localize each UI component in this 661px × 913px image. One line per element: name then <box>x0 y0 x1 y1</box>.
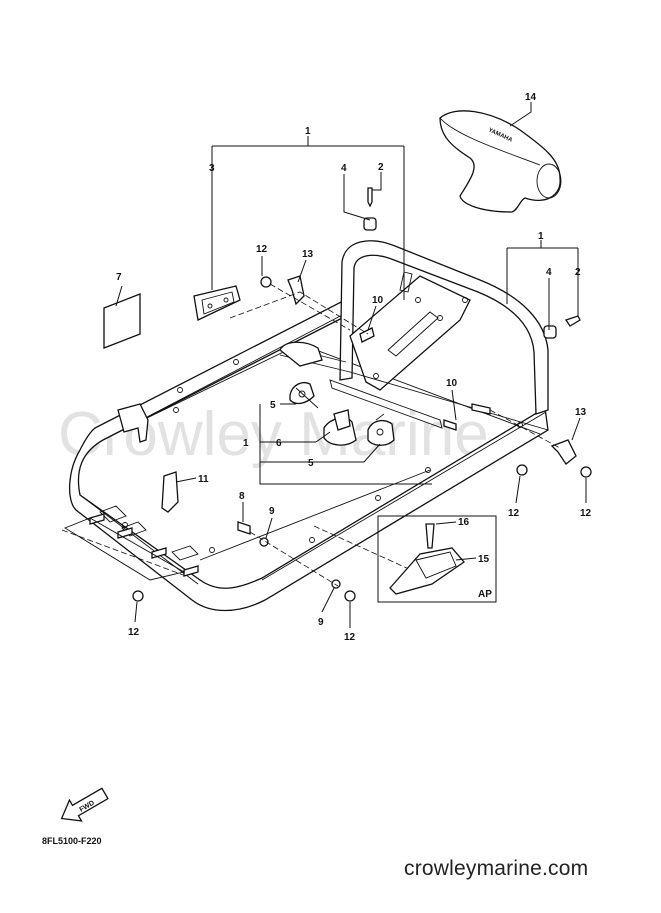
callout-11: 11 <box>198 474 209 485</box>
callout-6: 6 <box>276 438 282 449</box>
nut-12-c <box>580 466 592 478</box>
spacer-4-right <box>543 325 557 339</box>
callout-12: 12 <box>344 632 356 643</box>
callout-13: 13 <box>575 407 587 418</box>
website-link[interactable]: crowleymarine.com <box>404 857 589 880</box>
leader-lines <box>115 102 587 628</box>
spacer-4-upper <box>363 217 377 231</box>
clip-13-left <box>287 275 305 306</box>
fwd-arrow-icon: FWD <box>60 787 109 822</box>
callout-1: 1 <box>243 438 249 449</box>
assembly-dashed-lines <box>61 283 561 587</box>
bolt-2-upper <box>367 187 373 208</box>
clamp-5-lower <box>367 413 395 446</box>
clamp-6-middle <box>323 409 357 446</box>
clip-13-right <box>550 439 577 465</box>
callout-7: 7 <box>116 272 122 283</box>
bracket-11 <box>161 471 179 513</box>
callout-14: 14 <box>525 92 537 103</box>
bolt-2-right <box>564 315 581 327</box>
nut-12-b <box>516 464 528 476</box>
studs <box>89 513 199 577</box>
callout-4: 4 <box>546 267 552 278</box>
callout-5: 5 <box>308 458 314 469</box>
callout-labels: 1 3 4 2 14 1 4 2 12 13 7 10 10 13 5 1 6 … <box>116 92 592 643</box>
callout-9: 9 <box>269 506 275 517</box>
callout-10: 10 <box>372 295 384 306</box>
callout-1: 1 <box>305 126 311 137</box>
bolt-10-mid <box>443 419 457 431</box>
callout-15: 15 <box>478 554 490 565</box>
callout-2: 2 <box>575 267 581 278</box>
callout-12: 12 <box>128 627 140 638</box>
callout-10: 10 <box>446 378 458 389</box>
callout-2: 2 <box>378 162 384 173</box>
clamp-5-upper <box>289 381 319 409</box>
ap-label: AP <box>478 589 492 600</box>
nut-12-e <box>344 590 356 602</box>
part-code: 8FL5100-F220 <box>42 836 102 846</box>
callout-13: 13 <box>302 249 314 260</box>
bracket-plate-3 <box>193 285 241 321</box>
callout-4: 4 <box>341 163 347 174</box>
callout-12: 12 <box>256 244 268 255</box>
callout-8: 8 <box>239 491 245 502</box>
main-frame-part <box>68 299 549 612</box>
callout-9: 9 <box>318 617 324 628</box>
bolt-10-right <box>471 403 491 415</box>
callout-5: 5 <box>270 400 276 411</box>
washer-9-b <box>331 579 341 589</box>
bolt-8 <box>237 521 251 535</box>
callout-12: 12 <box>508 508 520 519</box>
handlebar-pad-part: YAMAHA <box>439 110 562 213</box>
sticker-7 <box>103 293 141 349</box>
steering-loop-part <box>339 240 549 415</box>
nut-12-d <box>132 590 144 602</box>
nut-12-a <box>260 276 272 288</box>
callout-12: 12 <box>580 508 592 519</box>
callout-3: 3 <box>209 163 215 174</box>
washer-9-a <box>259 537 269 547</box>
callout-16: 16 <box>458 517 470 528</box>
callout-1: 1 <box>538 231 544 242</box>
ap-inset-box: AP <box>377 515 497 603</box>
